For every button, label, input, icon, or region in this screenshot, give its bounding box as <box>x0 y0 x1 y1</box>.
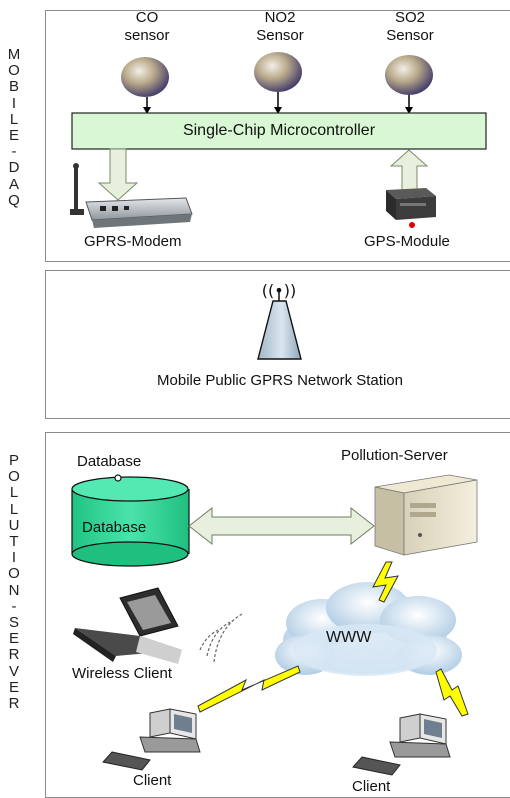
co-sensor-label: CO sensor <box>107 9 187 45</box>
pollution-server-letter: R <box>8 646 20 664</box>
mobile-daq-letter: M <box>7 46 21 63</box>
so2-sensor-label-line1: SO2 <box>394 9 425 26</box>
mobile-daq-letter: D <box>8 159 20 177</box>
network-signal-glyph: ((•)) <box>261 281 297 300</box>
server-icon <box>374 474 478 556</box>
so2-sensor-label-line2: Sensor <box>386 27 434 44</box>
client-computer-left-icon <box>102 708 201 771</box>
mobile-daq-letter: A <box>8 175 19 193</box>
no2-sensor-label-line1: NO2 <box>264 9 296 26</box>
co-sensor-label-line2: sensor <box>124 27 170 44</box>
database-server-arrow <box>188 506 375 546</box>
gps-module-icon <box>386 188 436 228</box>
www-cloud-icon <box>275 582 462 676</box>
so2-sensor-label: SO2 Sensor <box>370 9 450 45</box>
pollution-server-letter: L <box>9 500 19 518</box>
mobile-daq-letter: - <box>11 143 17 161</box>
pollution-server-letter: R <box>8 695 20 713</box>
pollution-server-letter: O <box>8 468 20 486</box>
no2-sensor-icon <box>254 52 302 114</box>
client-label-left: Client <box>133 772 172 789</box>
network-station-label: Mobile Public GPRS Network Station <box>157 372 403 389</box>
client-label-right: Client <box>352 778 391 795</box>
www-label: WWW <box>326 629 372 646</box>
gprs-modem-icon <box>70 163 193 228</box>
mobile-daq-letter: L <box>9 110 19 128</box>
database-inner-label: Database <box>82 519 147 536</box>
pollution-server-label: Pollution-Server <box>341 447 448 464</box>
gps-module-label: GPS-Module <box>364 233 450 250</box>
pollution-server-letter: U <box>8 516 20 534</box>
pollution-server-letter: E <box>8 630 19 648</box>
mobile-daq-letter: B <box>8 78 19 96</box>
microcontroller-label: Single-Chip Microcontroller <box>182 122 376 139</box>
co-sensor-label-line1: CO <box>135 9 159 26</box>
pollution-server-letter: I <box>11 549 17 567</box>
no2-sensor-label-line2: Sensor <box>256 27 304 44</box>
pollution-server-letter: V <box>8 662 19 680</box>
co-sensor-icon <box>121 57 169 114</box>
mobile-daq-letter: O <box>8 62 20 80</box>
up-arrow-from-gps <box>389 149 429 191</box>
mobile-daq-letter: I <box>11 94 17 112</box>
lightning-cloud-client-right-icon <box>435 668 469 717</box>
network-tower-icon <box>257 290 302 360</box>
pollution-server-letter: O <box>8 565 20 583</box>
database-cylinder-icon <box>71 474 190 567</box>
pollution-server-letter: T <box>9 533 19 551</box>
pollution-server-letter: L <box>9 484 19 502</box>
lightning-cloud-client-left-icon <box>197 665 301 713</box>
mobile-daq-letter: Q <box>8 191 20 209</box>
pollution-server-letter: P <box>8 452 19 469</box>
lightning-server-cloud-icon <box>372 561 399 603</box>
mobile-daq-letter: E <box>8 127 19 145</box>
wireless-laptop-icon <box>73 587 182 664</box>
so2-sensor-icon <box>385 55 433 114</box>
pollution-server-letter: - <box>11 597 17 615</box>
pollution-server-letter: E <box>8 678 19 696</box>
gprs-modem-label: GPRS-Modem <box>84 233 182 250</box>
down-arrow-to-modem <box>97 148 139 201</box>
wifi-signal-icon <box>199 613 243 663</box>
microcontroller-box <box>71 112 487 150</box>
pollution-server-letter: S <box>8 614 19 632</box>
pollution-server-letter: N <box>8 581 20 599</box>
database-title-label: Database <box>77 453 142 470</box>
wireless-client-label: Wireless Client <box>72 665 173 682</box>
client-computer-right-icon <box>352 713 451 776</box>
no2-sensor-label: NO2 Sensor <box>240 9 320 45</box>
